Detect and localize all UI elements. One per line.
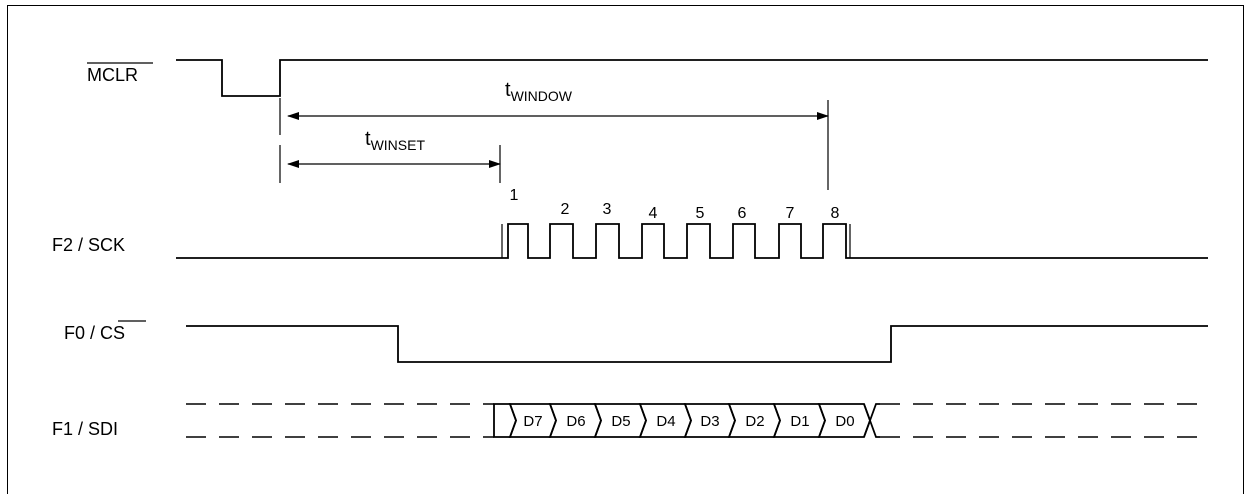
cs-label: F0 / CS bbox=[64, 323, 125, 343]
mclr-waveform bbox=[176, 59, 1208, 97]
data-bit-label: D5 bbox=[611, 413, 630, 430]
t-winset-subscript: WINSET bbox=[371, 137, 426, 153]
mclr-label: MCLR bbox=[87, 65, 138, 85]
cs-prefix: F0 / bbox=[64, 323, 100, 343]
diagram-frame bbox=[7, 5, 1244, 494]
t-winset-label: tWINSET bbox=[365, 128, 425, 153]
data-bit-label: D1 bbox=[790, 413, 809, 430]
clock-number: 6 bbox=[738, 205, 747, 222]
clock-number: 7 bbox=[786, 205, 795, 222]
t-winset-symbol: t bbox=[365, 128, 371, 150]
sdi-trail-top bbox=[869, 403, 880, 421]
data-bit-label: D3 bbox=[700, 413, 719, 430]
sdi-label: F1 / SDI bbox=[52, 419, 118, 439]
cs-waveform bbox=[186, 325, 1208, 363]
sck-waveform bbox=[176, 223, 1208, 259]
data-bit-label: D0 bbox=[835, 413, 854, 430]
sck-label: F2 / SCK bbox=[52, 235, 125, 255]
clock-number: 8 bbox=[831, 205, 840, 222]
t-window-symbol: t bbox=[505, 79, 511, 101]
data-bit-label: D7 bbox=[523, 413, 542, 430]
clock-number: 3 bbox=[603, 201, 612, 218]
t-window-label: tWINDOW bbox=[505, 79, 573, 104]
t-window-subscript: WINDOW bbox=[511, 88, 573, 104]
data-bit-label: D4 bbox=[656, 413, 675, 430]
clock-numbers: 1 2 3 4 5 6 7 8 bbox=[510, 187, 840, 222]
sdi-data-bits: D7 D6 D5 D4 D3 D2 D1 D0 bbox=[493, 403, 880, 438]
clock-number: 5 bbox=[696, 205, 705, 222]
cs-bar-text: CS bbox=[100, 323, 125, 343]
clock-number: 2 bbox=[561, 201, 570, 218]
sdi-trail-transition bbox=[863, 403, 871, 438]
sdi-trail-bottom bbox=[869, 420, 880, 438]
clock-number: 4 bbox=[649, 205, 658, 222]
data-bit-label: D6 bbox=[566, 413, 585, 430]
clock-number: 1 bbox=[510, 187, 519, 204]
data-bit-label: D2 bbox=[745, 413, 764, 430]
